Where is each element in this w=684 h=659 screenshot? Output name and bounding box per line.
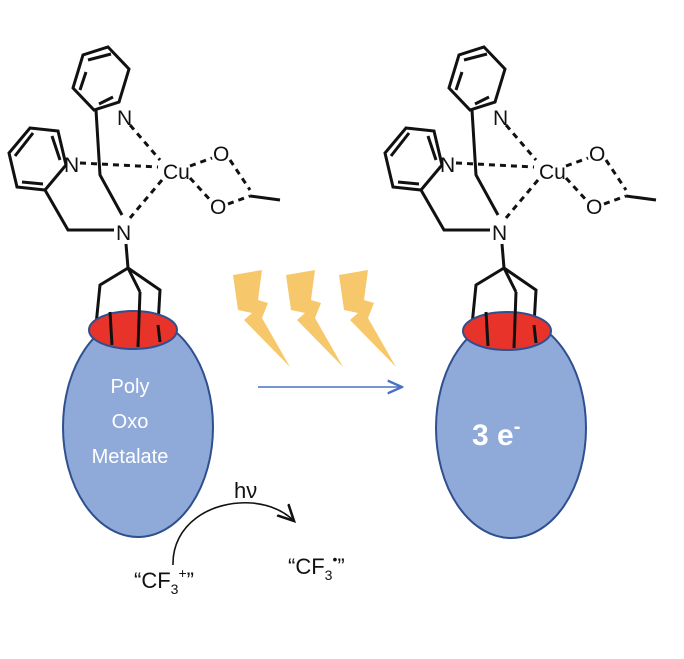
curved-arrow (172, 502, 294, 566)
atom-n-amine: N (492, 222, 507, 245)
lightning-icon (233, 270, 290, 367)
right-cu-complex: N N N Cu O O (383, 45, 657, 269)
lightning-icon (339, 270, 396, 367)
atom-cu: Cu (539, 161, 566, 184)
atom-n-top: N (117, 107, 132, 130)
cf3-radical-label: “CF3•” (288, 551, 345, 583)
right-polyoxometalate: 3 e- (435, 291, 587, 539)
pom-label-line2: Oxo (112, 411, 149, 433)
pyridine-ring-top (447, 45, 507, 112)
pom-label-line1: Poly (111, 376, 150, 398)
cf3-radical-text: “CF (288, 554, 325, 579)
left-polyoxometalate: Poly Oxo Metalate (62, 291, 214, 538)
atom-n-top: N (493, 107, 508, 130)
light-bolts (233, 270, 396, 367)
atom-o-upper: O (213, 143, 229, 166)
pyridine-ring-top (71, 45, 131, 112)
cf3-cation-label: “CF3+” (134, 565, 194, 597)
lightning-icon (286, 270, 343, 367)
atom-n-left: N (64, 154, 79, 177)
cf3-cation-close: ” (187, 568, 194, 593)
cf3-cation-text: “CF (134, 568, 171, 593)
ligand-bonds (43, 109, 281, 269)
ligand-bonds (419, 109, 657, 269)
atom-n-amine: N (116, 222, 131, 245)
atom-cu: Cu (163, 161, 190, 184)
electron-charge: - (514, 416, 521, 438)
atom-o-lower: O (586, 196, 602, 219)
pom-cap (88, 310, 178, 350)
left-cu-complex: N N N Cu O O (7, 45, 281, 269)
hv-label: hν (234, 478, 257, 503)
right-tripod-linker (470, 266, 538, 326)
atom-o-upper: O (589, 143, 605, 166)
pom-label-line3: Metalate (92, 446, 169, 468)
atom-n-left: N (440, 154, 455, 177)
coordination-bonds (79, 124, 252, 219)
cf3-cation-charge: + (178, 565, 186, 581)
cf3-cation-subscript: 3 (171, 581, 179, 597)
cf3-radical-close: ” (337, 554, 344, 579)
atom-o-lower: O (210, 196, 226, 219)
pyridine-ring-left (7, 126, 68, 192)
pyridine-ring-left (383, 126, 444, 192)
left-tripod-linker (94, 266, 162, 326)
cf3-radical-subscript: 3 (325, 567, 333, 583)
electron-count-text: 3 e (472, 419, 514, 452)
cf3-radical-dot: • (332, 551, 337, 567)
pom-cap (462, 311, 552, 351)
coordination-bonds (455, 124, 628, 219)
electron-count: 3 e- (472, 416, 520, 452)
